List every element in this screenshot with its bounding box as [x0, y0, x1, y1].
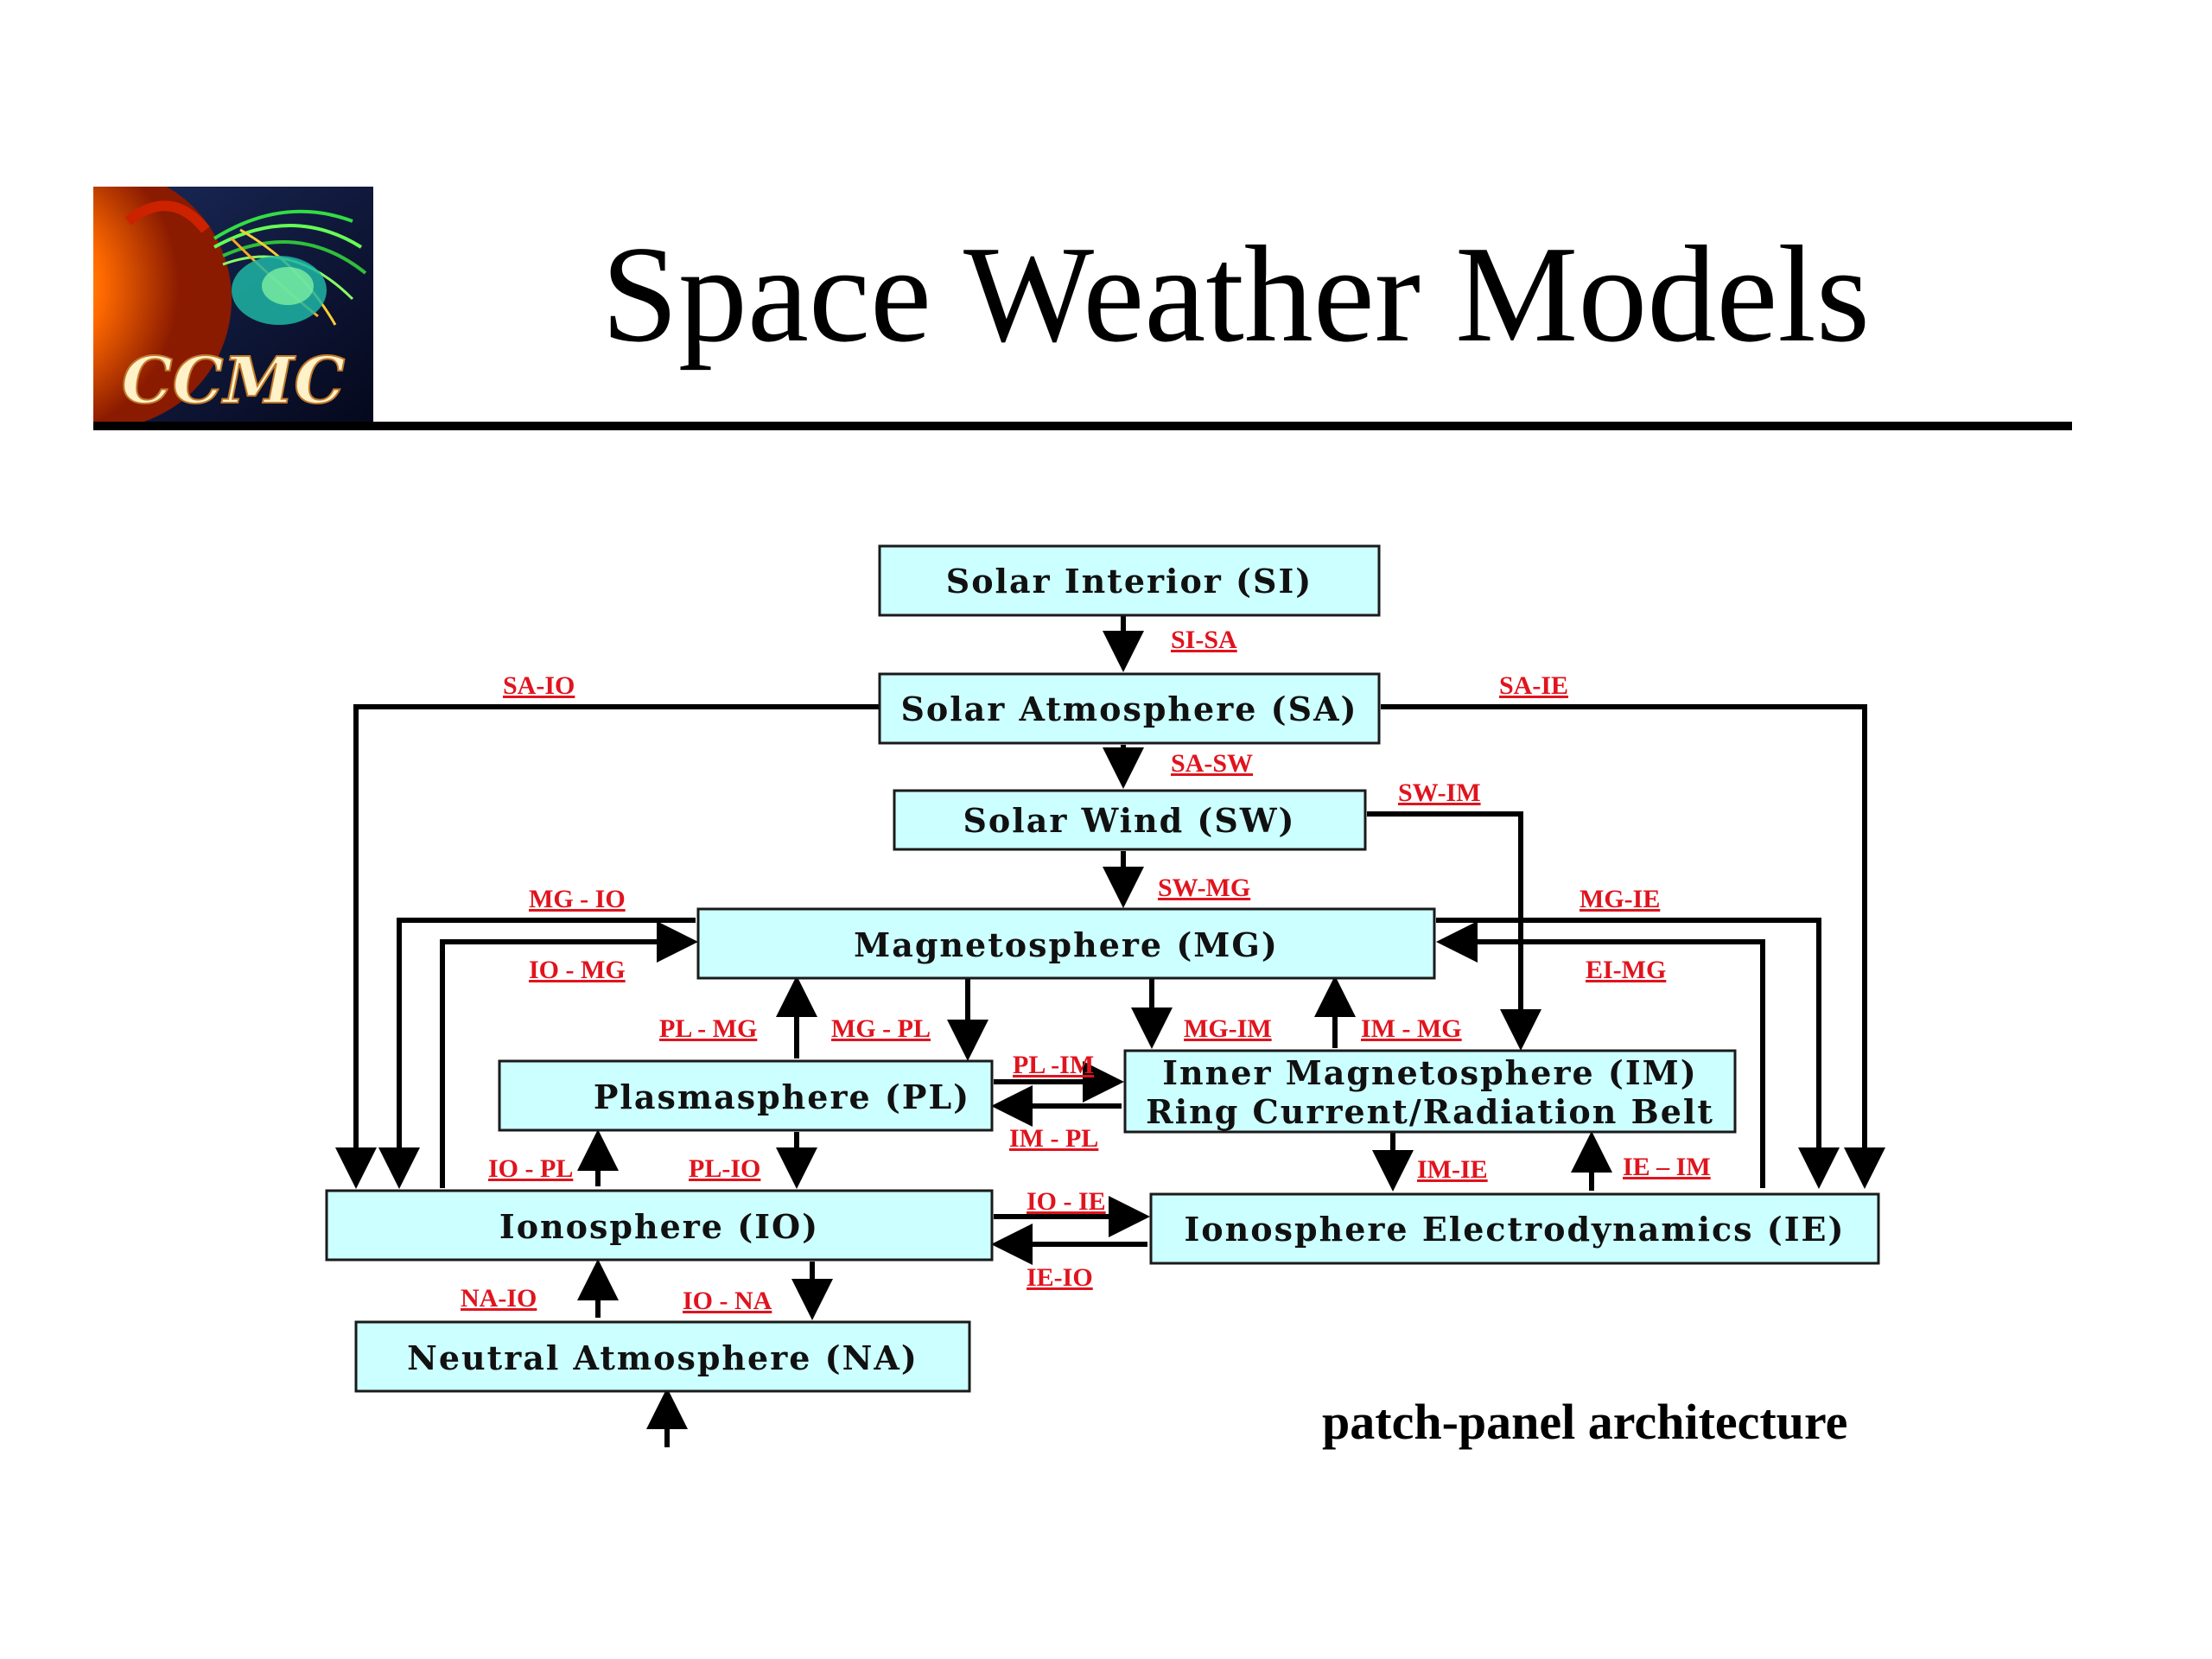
box-label: Solar Atmosphere (SA) [900, 690, 1357, 728]
box-label: Solar Interior (SI) [946, 562, 1313, 601]
slide-title: Space Weather Models [601, 217, 1871, 371]
box-label: Solar Wind (SW) [963, 801, 1295, 840]
link-sw-mg[interactable]: SW-MG [1158, 874, 1250, 902]
link-mg-ie[interactable]: MG-IE [1580, 885, 1660, 913]
link-pl-mg[interactable]: PL - MG [659, 1014, 757, 1043]
title-divider [93, 422, 2072, 430]
link-ie-im[interactable]: IE – IM [1623, 1153, 1711, 1181]
box-plasmasphere: Plasmasphere (PL) [498, 1059, 994, 1132]
link-na-io[interactable]: NA-IO [461, 1284, 537, 1313]
box-label-line2: Ring Current/Radiation Belt [1146, 1092, 1714, 1131]
link-sa-sw[interactable]: SA-SW [1171, 749, 1253, 778]
link-labels: SI-SA SA-IO SA-IE SA-SW SW-IM SW-MG MG -… [461, 626, 1711, 1315]
connectors [335, 616, 1885, 1447]
diagram-caption: patch-panel architecture [1322, 1394, 1848, 1450]
link-ie-io[interactable]: IE-IO [1027, 1263, 1093, 1292]
box-ionosphere: Ionosphere (IO) [325, 1189, 994, 1262]
link-pl-io[interactable]: PL-IO [689, 1154, 760, 1183]
box-ionosphere-electrodynamics: Ionosphere Electrodynamics (IE) [1149, 1192, 1880, 1265]
link-mg-im[interactable]: MG-IM [1184, 1014, 1272, 1043]
box-label: Ionosphere (IO) [499, 1207, 819, 1246]
ccmc-logo: CCMC [93, 187, 373, 425]
box-label: Neutral Atmosphere (NA) [407, 1338, 918, 1377]
link-pl-im[interactable]: PL -IM [1013, 1051, 1094, 1079]
box-neutral-atmosphere: Neutral Atmosphere (NA) [354, 1320, 971, 1393]
box-inner-magnetosphere: Inner Magnetosphere (IM) Ring Current/Ra… [1123, 1049, 1737, 1134]
box-label: Plasmasphere (PL) [594, 1077, 970, 1116]
link-io-na[interactable]: IO - NA [683, 1287, 772, 1315]
link-sa-ie[interactable]: SA-IE [1499, 671, 1568, 700]
link-io-ie[interactable]: IO - IE [1027, 1187, 1106, 1216]
box-magnetosphere: Magnetosphere (MG) [696, 907, 1436, 980]
link-im-ie[interactable]: IM-IE [1417, 1155, 1488, 1184]
link-mg-io[interactable]: MG - IO [529, 885, 626, 913]
link-im-pl[interactable]: IM - PL [1009, 1124, 1098, 1153]
box-solar-wind: Solar Wind (SW) [893, 789, 1367, 851]
link-io-mg[interactable]: IO - MG [529, 956, 626, 984]
link-io-pl[interactable]: IO - PL [488, 1154, 573, 1183]
link-si-sa[interactable]: SI-SA [1171, 626, 1237, 654]
box-solar-atmosphere: Solar Atmosphere (SA) [878, 672, 1381, 745]
link-ei-mg[interactable]: EI-MG [1586, 956, 1666, 984]
link-sa-io[interactable]: SA-IO [503, 671, 575, 700]
link-im-mg[interactable]: IM - MG [1361, 1014, 1462, 1043]
box-label: Magnetosphere (MG) [854, 925, 1279, 964]
logo-text: CCMC [122, 344, 346, 418]
box-solar-interior: Solar Interior (SI) [878, 544, 1381, 617]
box-label-line1: Inner Magnetosphere (IM) [1162, 1053, 1697, 1092]
link-mg-pl[interactable]: MG - PL [831, 1014, 931, 1043]
box-label: Ionosphere Electrodynamics (IE) [1185, 1210, 1846, 1249]
link-sw-im[interactable]: SW-IM [1398, 779, 1481, 807]
